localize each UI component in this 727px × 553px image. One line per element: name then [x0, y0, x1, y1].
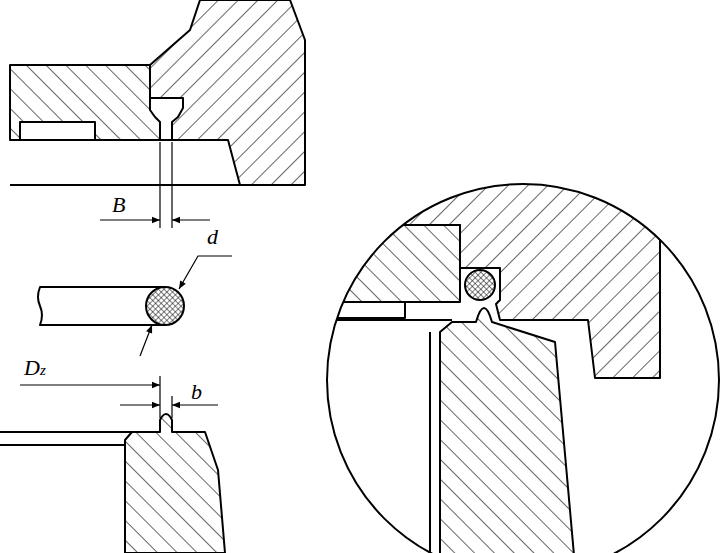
dimension-label: B — [112, 194, 125, 216]
sleeve — [20, 122, 95, 140]
dimension-b-upper — [100, 142, 210, 228]
enlarged-view — [300, 150, 660, 553]
shaft — [125, 414, 225, 553]
dimension-dz-b — [20, 376, 218, 418]
dimension-label: b — [191, 381, 202, 403]
o-ring-section — [146, 287, 184, 325]
housing — [150, 0, 305, 185]
detail-circle — [327, 184, 719, 553]
gland-ring — [10, 65, 160, 140]
dimension-label: d — [207, 226, 218, 248]
dimension-label: Dz — [24, 357, 46, 379]
dimension-d — [140, 256, 232, 356]
